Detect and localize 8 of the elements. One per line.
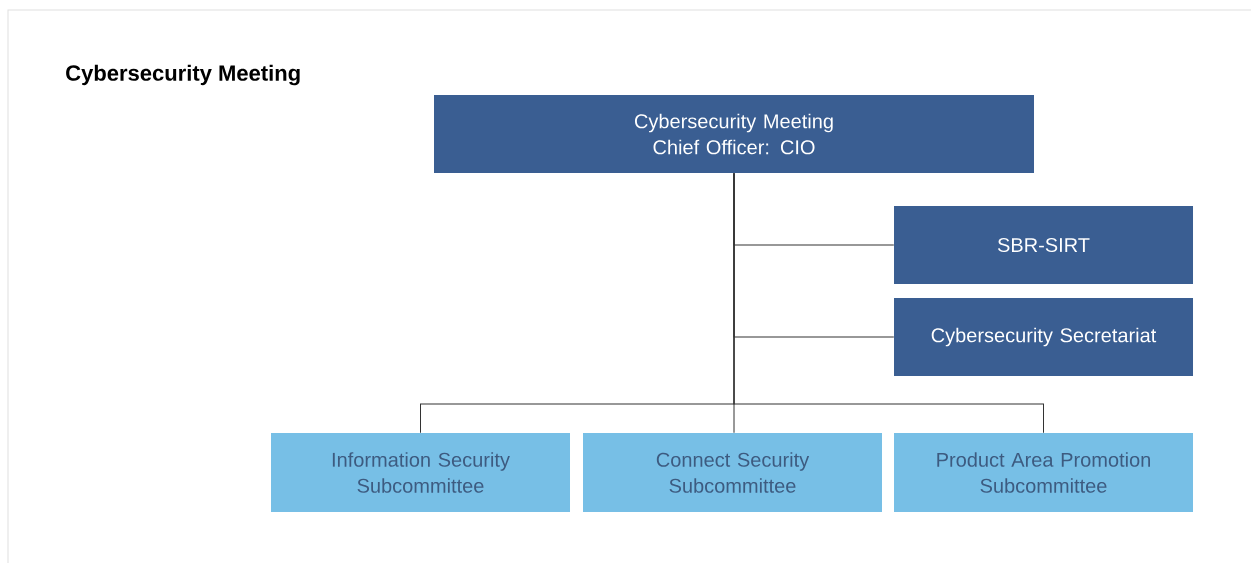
- org-box: Product Area Promotion Subcommittee: [894, 433, 1193, 512]
- org-box: Connect Security Subcommittee: [583, 433, 882, 512]
- org-box: Cybersecurity Meeting Chief Officer: CIO: [434, 95, 1034, 173]
- title: Cybersecurity Meeting: [66, 64, 300, 86]
- org-box: SBR-SIRT: [894, 206, 1193, 284]
- org-box: Information Security Subcommittee: [271, 433, 570, 512]
- org-box: Cybersecurity Secretariat: [894, 298, 1193, 376]
- connector-line: [733, 172, 1044, 434]
